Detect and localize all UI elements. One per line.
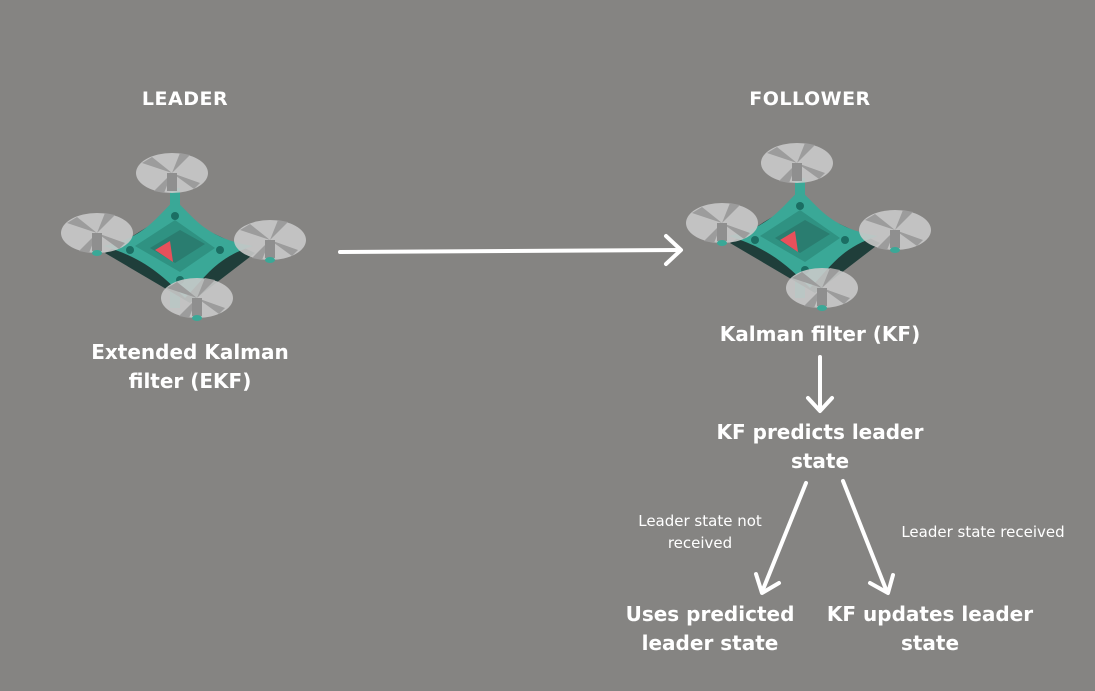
outcome-right-line1: KF updates leader bbox=[826, 602, 1034, 626]
outcome-right-label: KF updates leader state bbox=[820, 600, 1040, 658]
leader-heading: LEADER bbox=[141, 88, 229, 110]
branch-left-label: Leader state not received bbox=[610, 510, 790, 554]
filter-to-predict-arrow bbox=[806, 355, 834, 413]
branch-right-label: Leader state received bbox=[901, 523, 1065, 541]
branch-left-line1: Leader state not bbox=[638, 512, 762, 530]
outcome-right-line2: state bbox=[900, 631, 960, 655]
outcome-left-label: Uses predicted leader state bbox=[605, 600, 815, 658]
outcome-left-line2: leader state bbox=[641, 631, 779, 655]
predict-line2: state bbox=[790, 449, 850, 473]
predict-line1: KF predicts leader bbox=[716, 420, 924, 444]
follower-heading: FOLLOWER bbox=[749, 88, 871, 110]
leader-drone-icon bbox=[61, 153, 306, 321]
follower-filter-label: Kalman filter (KF) bbox=[719, 322, 921, 346]
branch-right-arrow bbox=[841, 479, 895, 595]
leader-filter-label: Extended Kalman filter (EKF) bbox=[60, 338, 320, 396]
leader-to-follower-arrow bbox=[338, 234, 683, 266]
leader-filter-line1: Extended Kalman bbox=[91, 340, 289, 364]
predict-label: KF predicts leader state bbox=[690, 418, 950, 476]
branch-left-line2: received bbox=[667, 534, 733, 552]
outcome-left-line1: Uses predicted bbox=[625, 602, 795, 626]
follower-drone-icon bbox=[686, 143, 931, 311]
branch-left-arrow bbox=[754, 481, 808, 595]
leader-filter-line2: filter (EKF) bbox=[128, 369, 252, 393]
